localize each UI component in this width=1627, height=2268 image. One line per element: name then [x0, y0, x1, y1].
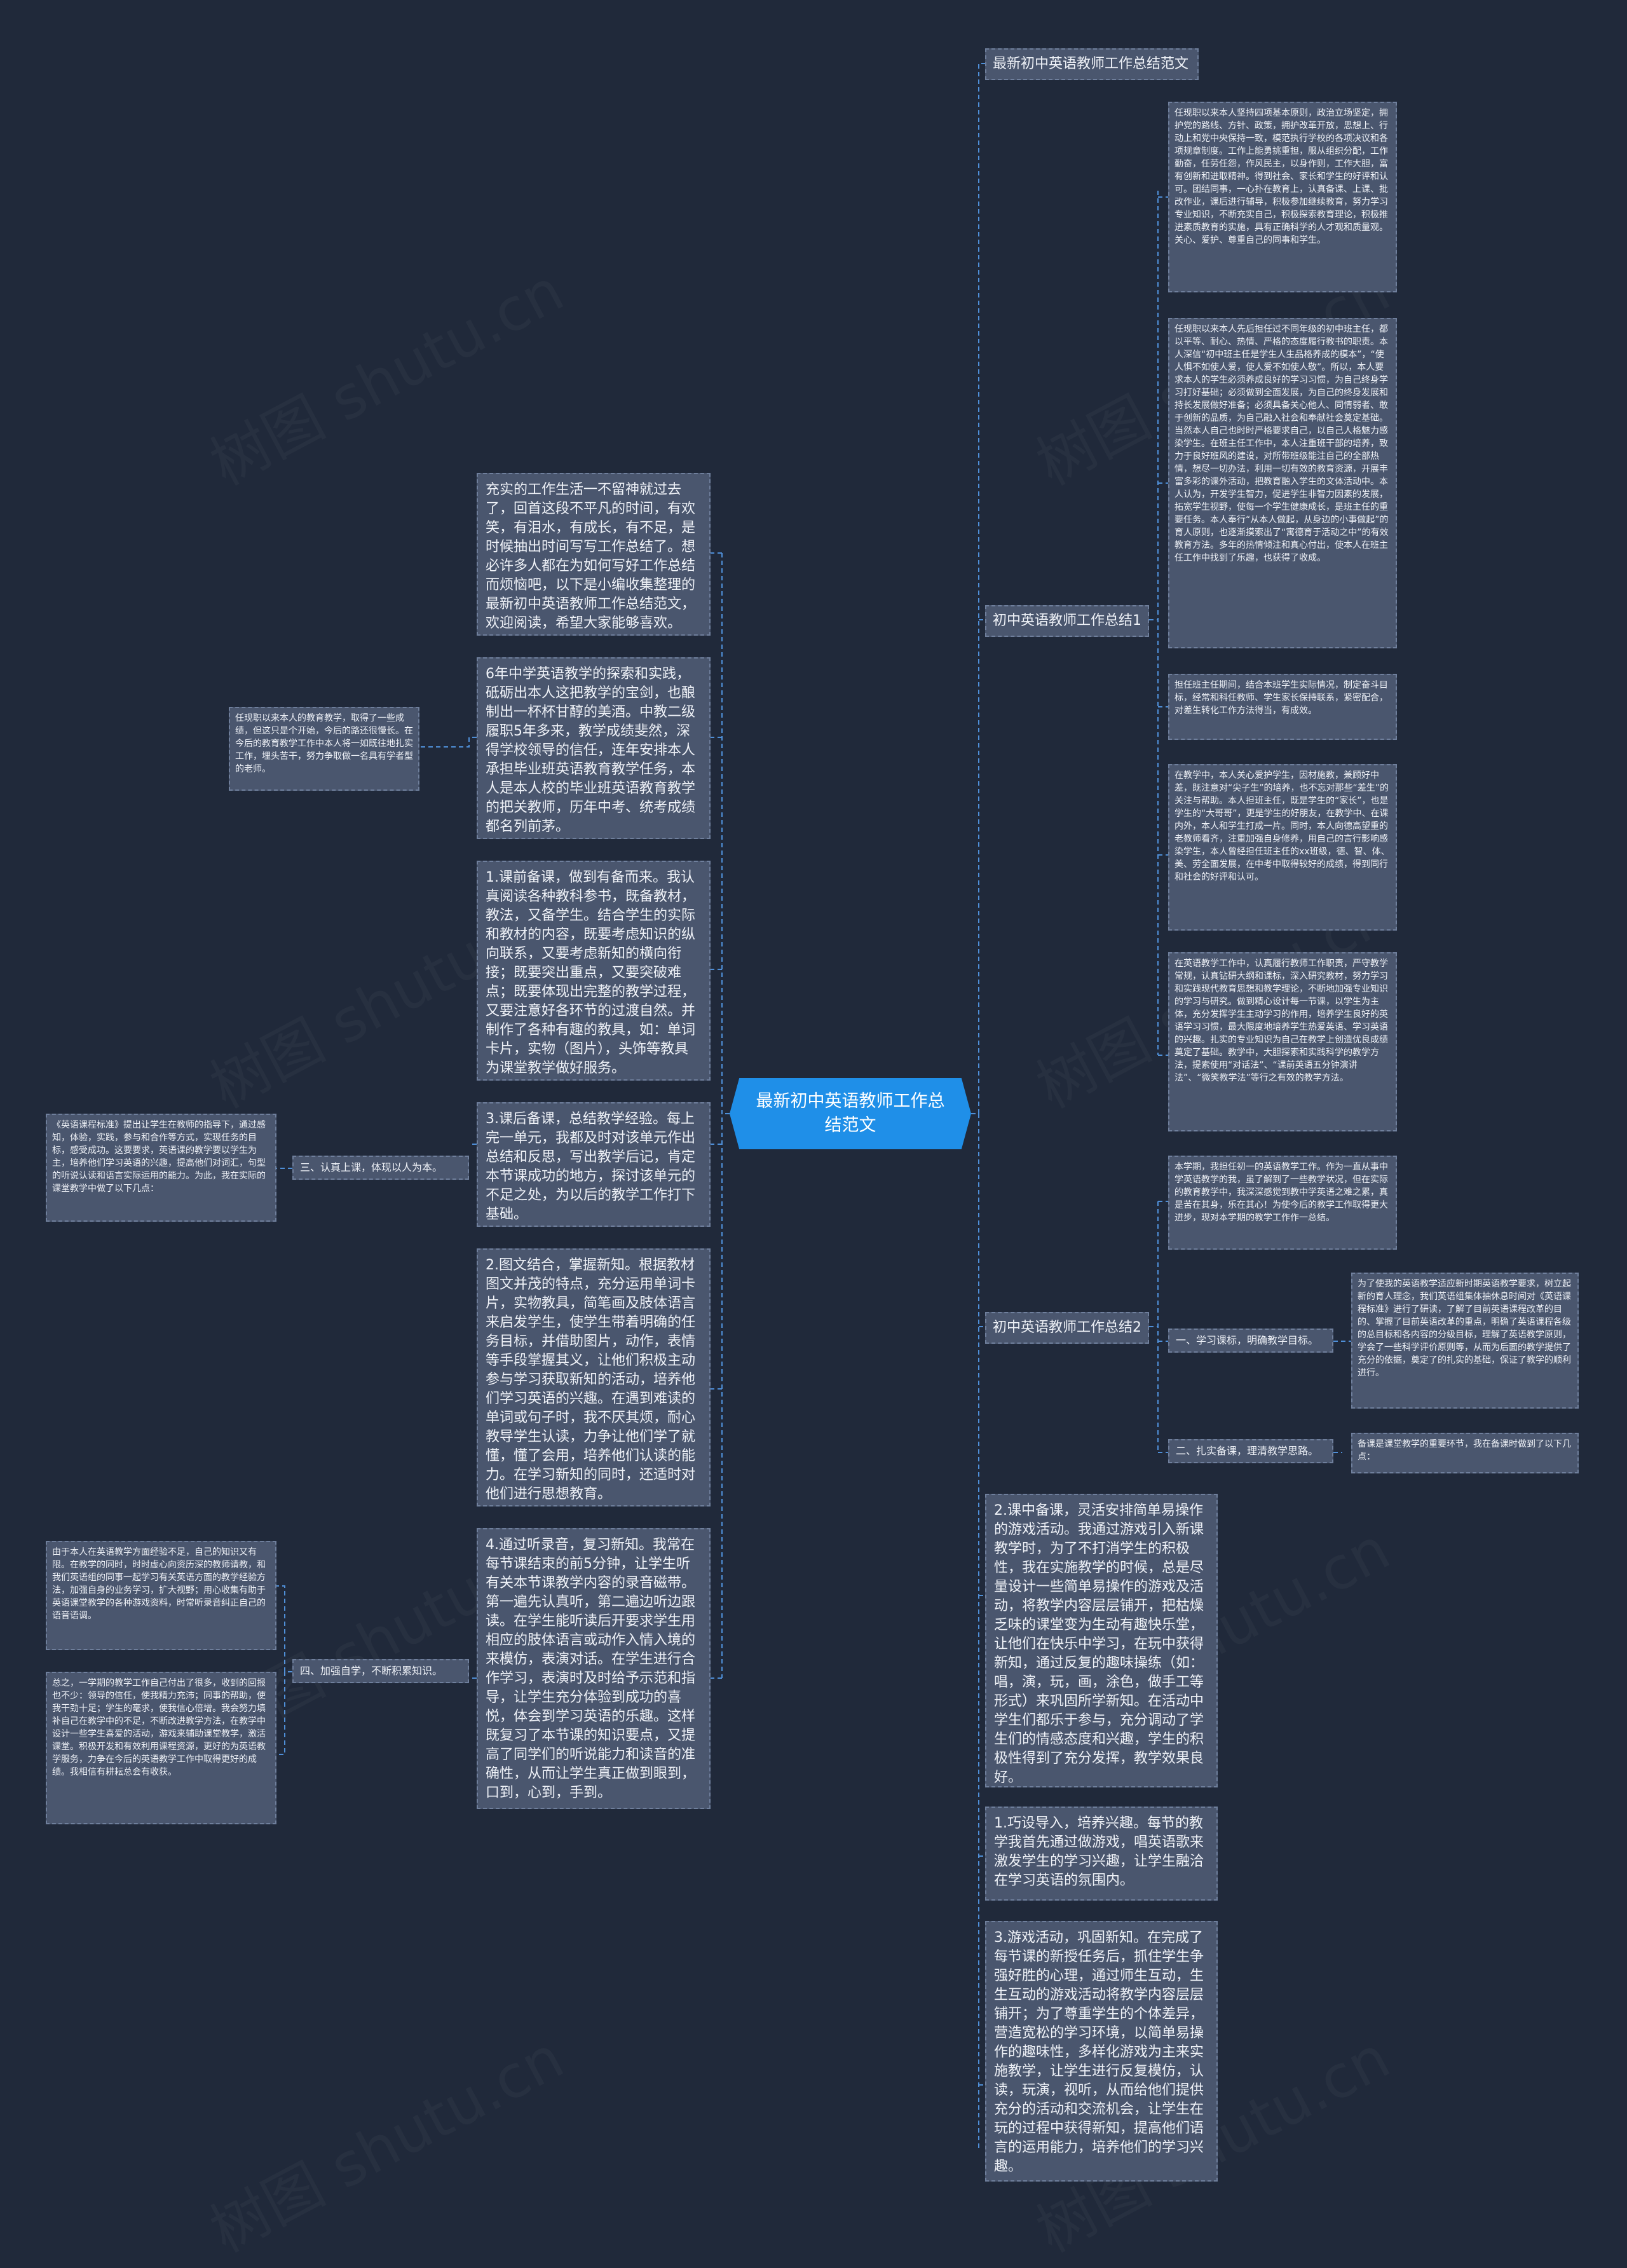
h2-item-1[interactable]: 任现职以来本人坚持四项基本原则，政治立场坚定，拥护党的路线、方针、政策，拥护改革…: [1168, 102, 1397, 292]
bottom-item-3[interactable]: 3.游戏活动，巩固新知。在完成了每节课的新授任务后，抓住学生争强好胜的心理，通过…: [985, 1921, 1218, 2182]
left-item-2[interactable]: 6年中学英语教学的探索和实践，砥砺出本人这把教学的宝剑，也酿制出一杯杯甘醇的美酒…: [477, 657, 711, 839]
left-item-6[interactable]: 4.通过听录音，复习新知。我常在每节课结束的前5分钟，让学生听有关本节课教学内容…: [477, 1528, 711, 1809]
h3-sub-2[interactable]: 二、扎实备课，理清教学思路。: [1168, 1439, 1333, 1463]
left-far-3[interactable]: 《英语课程标准》提出让学生在教师的指导下，通过感知，体验，实践，参与和合作等方式…: [46, 1114, 276, 1222]
h3-sub-2-text[interactable]: 备课是课堂教学的重要环节，我在备课时做到了以下几点：: [1351, 1433, 1579, 1473]
left-item-1[interactable]: 充实的工作生活一不留神就过去了，回首这段不平凡的时间，有欢笑，有泪水，有成长，有…: [477, 473, 711, 636]
right-head-1[interactable]: 最新初中英语教师工作总结范文: [985, 48, 1199, 80]
right-head-3[interactable]: 初中英语教师工作总结2: [985, 1312, 1149, 1344]
left-label-3[interactable]: 三、认真上课，体现以人为本。: [292, 1156, 469, 1180]
bottom-item-2[interactable]: 1.巧设导入，培养兴趣。每节的教学我首先通过做游戏，唱英语歌来激发学生的学习兴趣…: [985, 1807, 1218, 1901]
left-far-4a[interactable]: 由于本人在英语教学方面经验不足，自己的知识又有限。在教学的同时，时时虚心向资历深…: [46, 1541, 276, 1650]
root-node[interactable]: 最新初中英语教师工作总结范文: [730, 1078, 971, 1149]
left-item-3[interactable]: 1.课前备课，做到有备而来。我认真阅读各种教科参书，既备教材，教法，又备学生。结…: [477, 861, 711, 1081]
left-label-4[interactable]: 四、加强自学，不断积累知识。: [292, 1659, 469, 1683]
h2-item-5[interactable]: 在英语教学工作中，认真履行教师工作职责，严守教学常规，认真钻研大纲和课标，深入研…: [1168, 952, 1397, 1131]
left-item-5[interactable]: 2.图文结合，掌握新知。根据教材图文并茂的特点，充分运用单词卡片，实物教具，简笔…: [477, 1248, 711, 1506]
left-item-4[interactable]: 3.课后备课，总结教学经验。每上完一单元，我都及时对该单元作出总结和反思，写出教…: [477, 1102, 711, 1227]
h3-sub-1[interactable]: 一、学习课标，明确教学目标。: [1168, 1329, 1333, 1353]
h2-item-4[interactable]: 在教学中，本人关心爱护学生，因材施教，兼顾好中差，既注意对“尖子生”的培养，也不…: [1168, 764, 1397, 931]
bottom-item-1[interactable]: 2.课中备课，灵活安排简单易操作的游戏活动。我通过游戏引入新课教学时，为了不打消…: [985, 1494, 1218, 1787]
h3-intro[interactable]: 本学期，我担任初一的英语教学工作。作为一直从事中学英语教学的我，虽了解到了一些教…: [1168, 1156, 1397, 1250]
h3-sub-1-text[interactable]: 为了使我的英语教学适应新时期英语教学要求，树立起新的育人理念，我们英语组集体抽休…: [1351, 1273, 1579, 1409]
right-head-2[interactable]: 初中英语教师工作总结1: [985, 605, 1149, 637]
left-far-4b[interactable]: 总之，一学期的教学工作自己付出了很多，收到的回报也不少：领导的信任，使我精力充沛…: [46, 1672, 276, 1824]
h2-item-2[interactable]: 任现职以来本人先后担任过不同年级的初中班主任，都以平等、耐心、热情、严格的态度履…: [1168, 318, 1397, 648]
h2-item-3[interactable]: 担任班主任期间，结合本班学生实际情况，制定奋斗目标，经常和科任教师、学生家长保持…: [1168, 674, 1397, 740]
left-far-1[interactable]: 任现职以来本人的教育教学，取得了一些成绩，但这只是个开始，今后的路还很慢长。在今…: [229, 707, 419, 791]
